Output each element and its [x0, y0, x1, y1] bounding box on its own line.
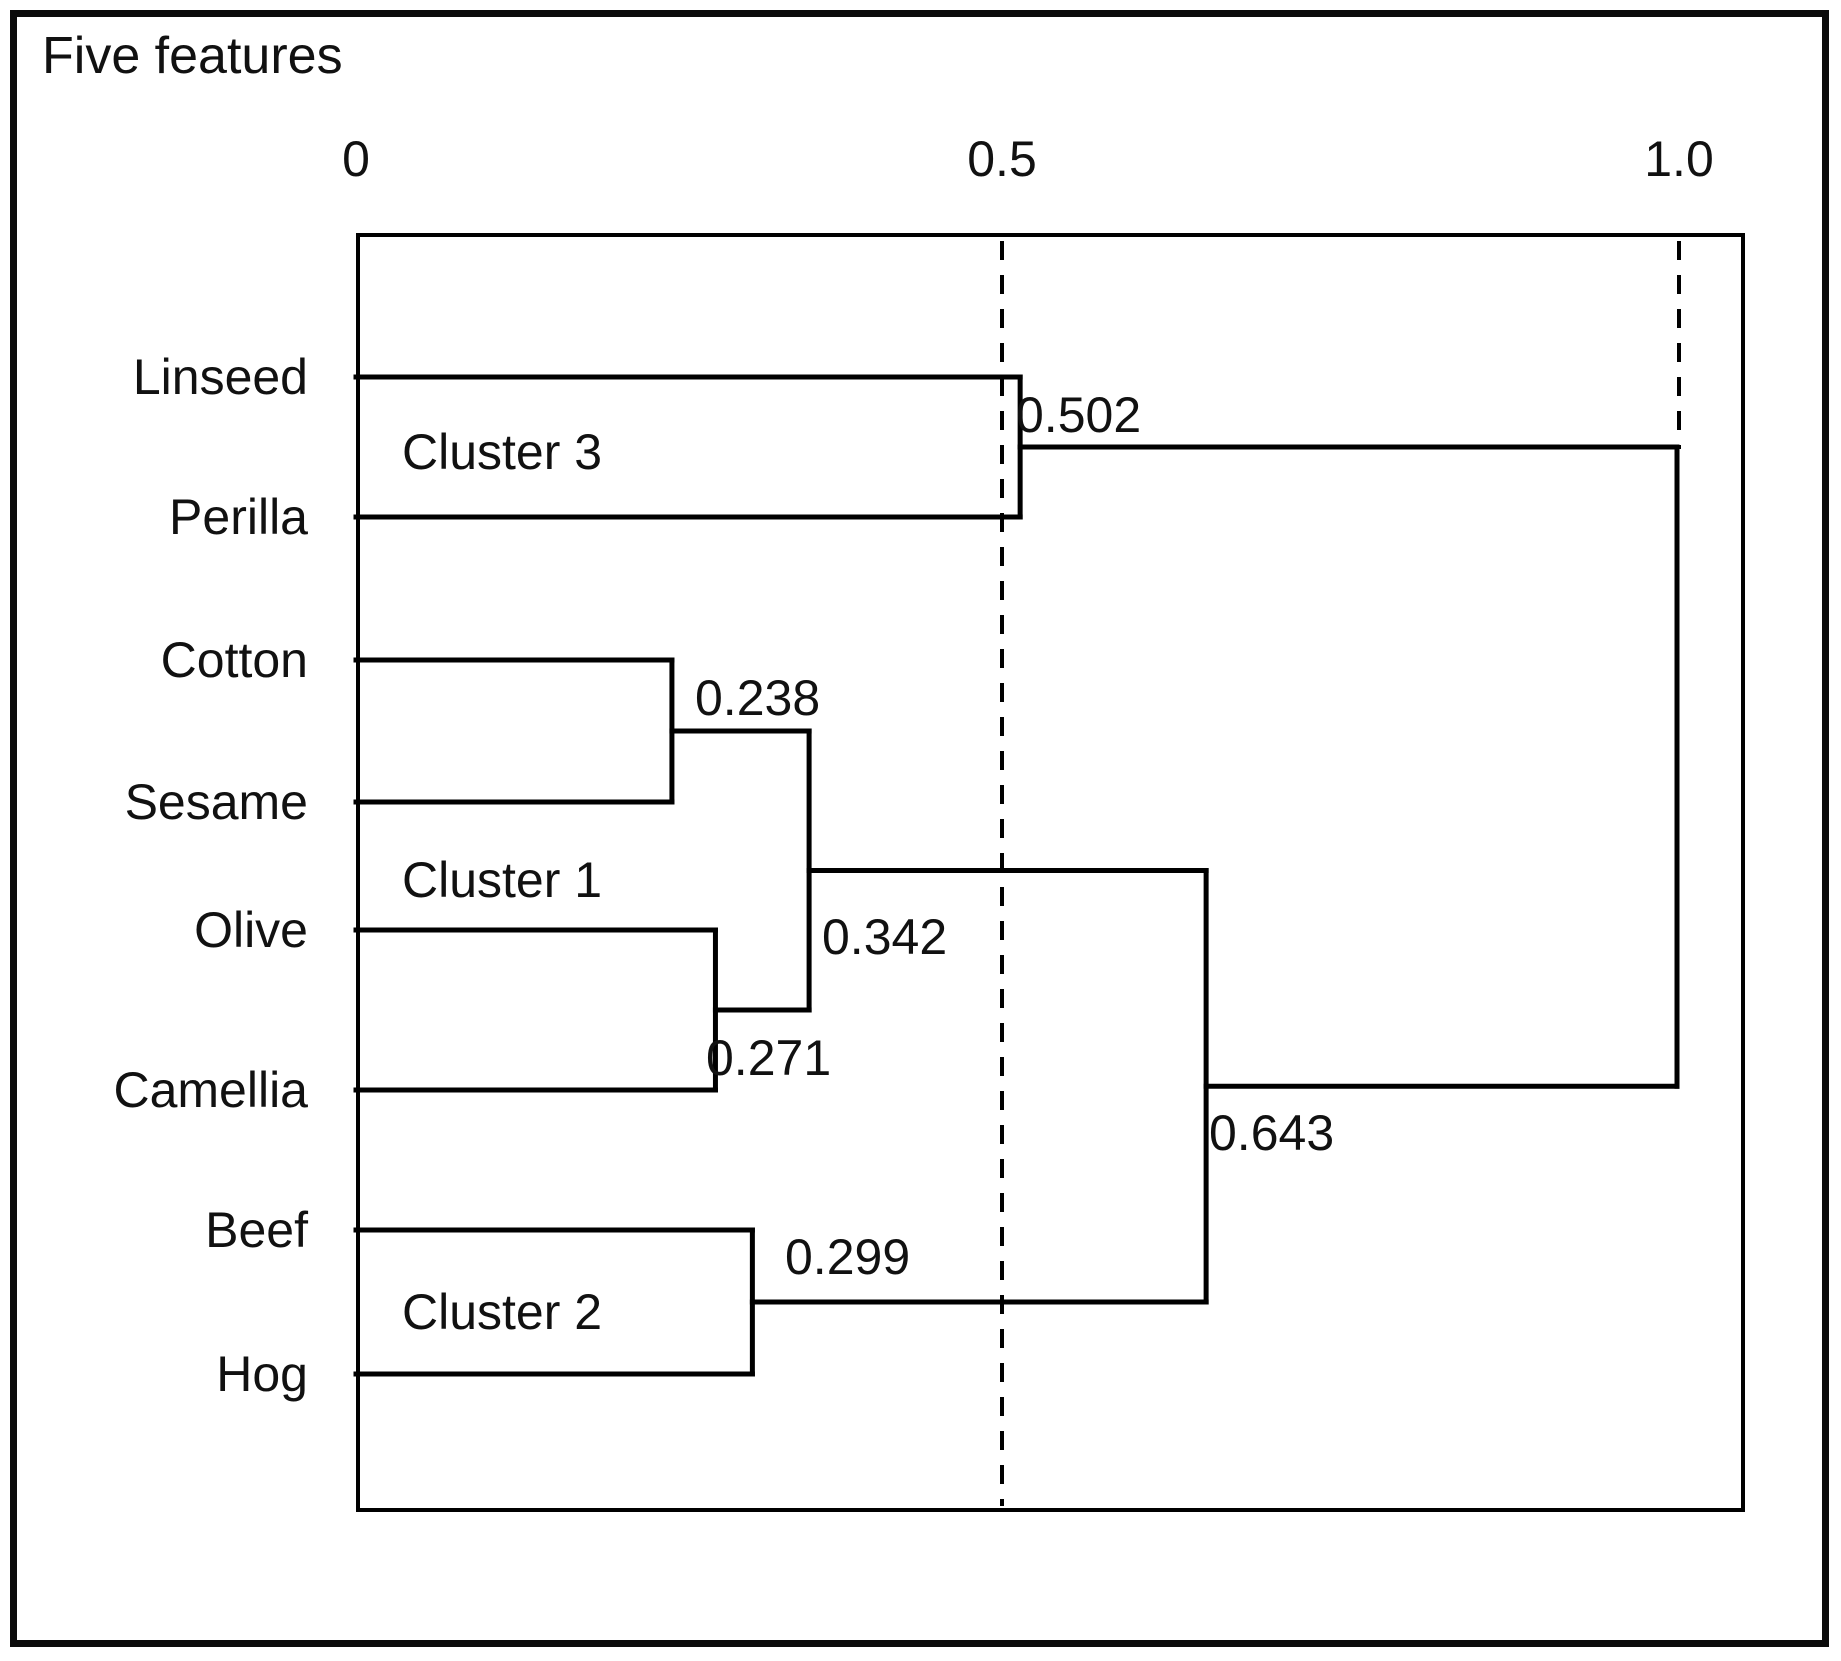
chart-title: Five features — [42, 27, 343, 85]
axis-tick-0-5: 0.5 — [967, 131, 1037, 187]
merge-distance-label-m-linseed-perilla: 0.502 — [1016, 387, 1142, 443]
leaf-label-hog: Hog — [216, 1346, 308, 1402]
leaf-label-cotton: Cotton — [160, 632, 308, 688]
merge-distance-label-m-cotton-sesame: 0.238 — [695, 670, 821, 726]
leaf-label-perilla: Perilla — [169, 489, 308, 545]
leaf-label-beef: Beef — [205, 1202, 308, 1258]
axis-tick-0: 0 — [342, 131, 370, 187]
merge-distance-label-m-c12: 0.643 — [1209, 1105, 1335, 1161]
cluster-label-c2: Cluster 2 — [402, 1284, 603, 1340]
leaf-label-camellia: Camellia — [113, 1062, 308, 1118]
leaf-label-sesame: Sesame — [124, 774, 308, 830]
merge-distance-label-m-olive-camellia: 0.271 — [706, 1030, 832, 1086]
merge-distance-label-m-beef-hog: 0.299 — [785, 1229, 911, 1285]
cluster-label-c3: Cluster 3 — [402, 424, 603, 480]
leaf-label-linseed: Linseed — [132, 349, 308, 405]
axis-tick-1-0: 1.0 — [1644, 131, 1714, 187]
plot-border — [356, 233, 1745, 1512]
leaf-label-olive: Olive — [194, 902, 308, 958]
merge-distance-label-m-c1: 0.342 — [822, 909, 948, 965]
outer-frame — [10, 10, 1829, 1647]
cluster-label-c1: Cluster 1 — [402, 852, 603, 908]
